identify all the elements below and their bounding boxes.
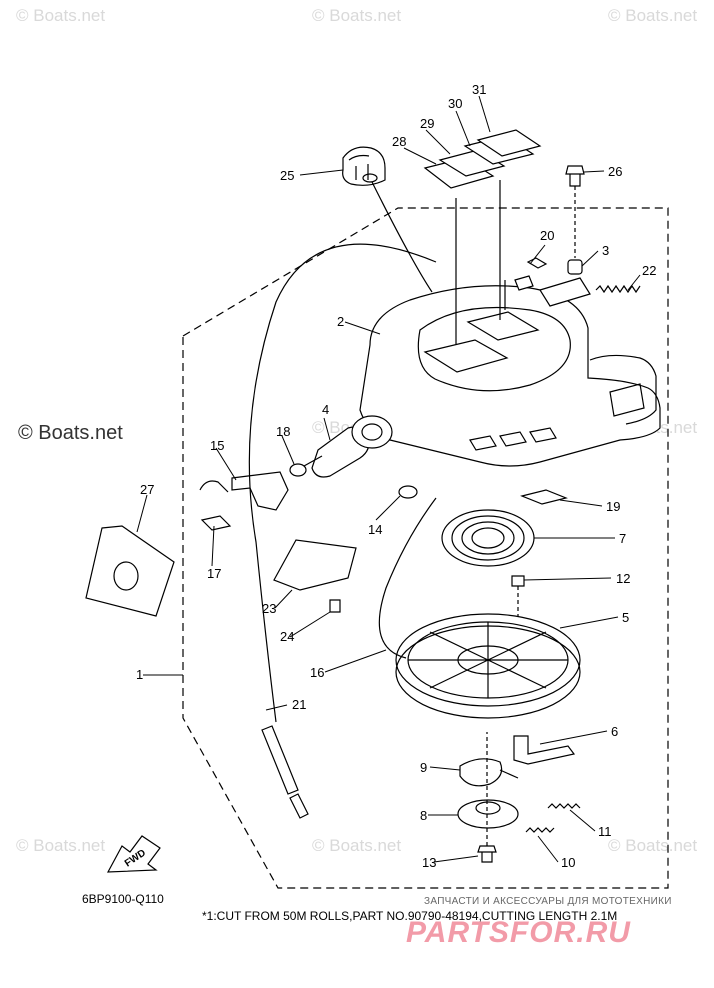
wire-25 (371, 181, 433, 293)
part-8-drive-plate (457, 799, 519, 829)
part-6-pawl (513, 735, 576, 765)
part-7-spiral-spring (441, 509, 535, 567)
part-12-screw (511, 575, 525, 587)
part-15-holder (199, 471, 289, 511)
part-28-30-labels (423, 129, 542, 189)
part-5-pulley (395, 613, 581, 719)
callout-28: 28 (392, 134, 406, 149)
callout-21: 21 (292, 697, 306, 712)
callout-1: 1 (136, 667, 143, 682)
part-13-bolt (477, 845, 497, 863)
callout-16: 16 (310, 665, 324, 680)
part-16-rope (378, 497, 437, 659)
callout-31: 31 (472, 82, 486, 97)
callout-23: 23 (262, 601, 276, 616)
part-4-handle (311, 415, 393, 478)
callout-2: 2 (337, 314, 344, 329)
watermark-top-center: © Boats.net (312, 6, 402, 25)
callout-24: 24 (280, 629, 294, 644)
part-10-spring (525, 827, 555, 833)
watermark-top-left: © Boats.net (16, 6, 106, 25)
part-25-grommet (342, 146, 386, 186)
callout-9: 9 (420, 760, 427, 775)
part-19-guide (520, 489, 568, 505)
callout-11: 11 (598, 824, 612, 839)
footnote: *1:CUT FROM 50M ROLLS,PART NO.90790-4819… (202, 909, 618, 923)
diagram-code: 6BP9100-Q110 (82, 892, 164, 906)
part-9-spring (459, 758, 519, 787)
assembly-boundary (182, 207, 669, 889)
callout-15: 15 (210, 438, 224, 453)
watermark-side-label: © Boats.net (18, 422, 123, 444)
callout-7: 7 (619, 531, 626, 546)
callout-12: 12 (616, 571, 630, 586)
part-18-cable-end (289, 455, 323, 477)
part-3-collar (567, 259, 583, 275)
callout-26: 26 (608, 164, 622, 179)
shop-brand-logo: PARTSFOR.RU (406, 916, 631, 949)
callout-22: 22 (642, 263, 656, 278)
callout-14: 14 (368, 522, 382, 537)
watermark-top-right: © Boats.net (608, 6, 698, 25)
part-21-cable-end (261, 725, 309, 819)
callout-3: 3 (602, 243, 609, 258)
part-27-pad (85, 525, 175, 617)
callout-13: 13 (422, 855, 436, 870)
fwd-arrow-icon (106, 835, 161, 873)
callout-30: 30 (448, 96, 462, 111)
callout-27: 27 (140, 482, 154, 497)
callout-25: 25 (280, 168, 294, 183)
part-11-spring (547, 803, 581, 809)
callout-4: 4 (322, 402, 329, 417)
callout-6: 6 (611, 724, 618, 739)
part-21-cable (248, 243, 437, 723)
watermark-bottom-left: © Boats.net (16, 836, 106, 855)
part-22-spring (595, 284, 641, 294)
callout-29: 29 (420, 116, 434, 131)
shop-caption: ЗАПЧАСТИ И АКСЕССУАРЫ ДЛЯ МОТОТЕХНИКИ (424, 896, 672, 907)
part-23-bracket (273, 539, 357, 591)
part-26-bolt (565, 165, 585, 258)
callout-18: 18 (276, 424, 290, 439)
watermark-bottom-center: © Boats.net (312, 836, 402, 855)
callout-10: 10 (561, 855, 575, 870)
part-24-screw (329, 599, 341, 613)
part-14-grommet (398, 485, 418, 499)
part-2-starter-housing (359, 180, 661, 467)
watermark-bottom-right: © Boats.net (608, 836, 698, 855)
callout-5: 5 (622, 610, 629, 625)
callout-19: 19 (606, 499, 620, 514)
callout-20: 20 (540, 228, 554, 243)
callout-labels: 1234567891011121314151617181920212223242… (136, 82, 656, 870)
callout-8: 8 (420, 808, 427, 823)
callout-17: 17 (207, 566, 221, 581)
part-17-clip (200, 515, 232, 531)
